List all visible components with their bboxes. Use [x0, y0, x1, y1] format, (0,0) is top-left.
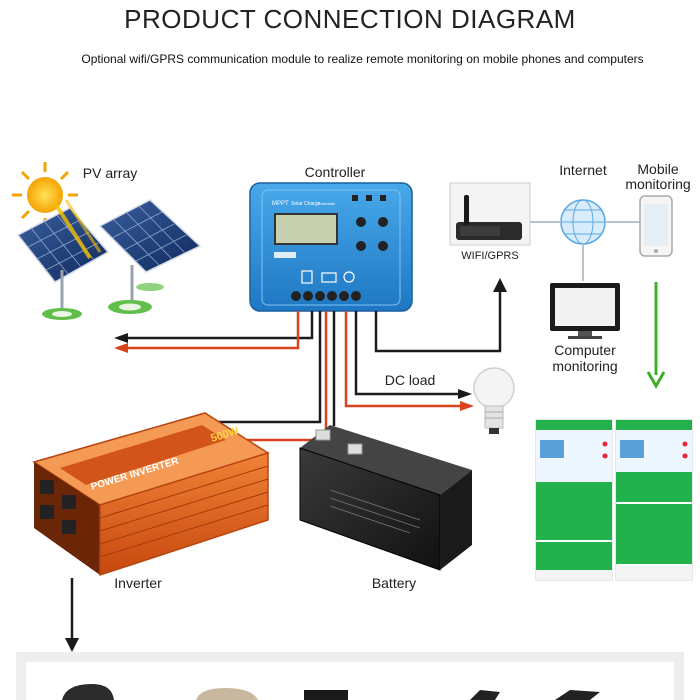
- wifi-arrow-head: [493, 278, 507, 292]
- dc-load-bulb-icon: [473, 367, 515, 434]
- appliance-icon-5: [555, 690, 600, 700]
- controller-brand: MPPT: [272, 201, 289, 207]
- wifi-gprs-label: WIFI/GPRS: [461, 250, 519, 262]
- wifi-gprs-module-icon: [449, 182, 531, 246]
- pv-array-label: PV array: [82, 165, 138, 181]
- appliance-icon-4: [470, 690, 500, 700]
- controller-type: Controller: [318, 201, 336, 206]
- internet-globe-icon: [560, 199, 606, 245]
- dc-load-red-arrow: [460, 401, 474, 411]
- pv-red-wire: [124, 311, 300, 350]
- mobile-app-screenshots: [535, 419, 693, 581]
- green-arrow-head: [646, 371, 666, 390]
- battery-device: [299, 425, 472, 571]
- inverter-black-wire: [210, 311, 322, 424]
- computer-monitoring-line2: monitoring: [552, 358, 618, 374]
- dc-load-black-arrow: [458, 389, 472, 399]
- kettle-icon: [62, 684, 114, 700]
- controller-mode: Solar Charge: [291, 201, 321, 207]
- computer-monitoring-line1: Computer: [554, 342, 616, 358]
- controller-device: [249, 182, 413, 312]
- tv-icon: [304, 690, 348, 700]
- internet-label: Internet: [559, 162, 607, 178]
- dc-load-black-wire: [354, 311, 460, 396]
- inverter-device: [32, 412, 270, 577]
- dc-load-label: DC load: [384, 372, 436, 388]
- page-subtitle: Optional wifi/GPRS communication module …: [81, 52, 644, 66]
- pv-array-icon: [16, 199, 202, 320]
- computer-monitoring-label: Computer monitoring: [540, 342, 630, 374]
- mobile-phone-icon: [639, 195, 673, 257]
- mobile-monitoring-line2: monitoring: [625, 176, 691, 192]
- rice-cooker-icon: [196, 688, 258, 700]
- pv-red-arrow: [114, 343, 128, 353]
- dc-load-red-wire: [344, 311, 462, 408]
- mobile-monitoring-line1: Mobile: [637, 161, 679, 177]
- computer-monitor-icon: [550, 283, 620, 339]
- inverter-output-arrow: [65, 638, 79, 652]
- page-title: PRODUCT CONNECTION DIAGRAM: [124, 4, 576, 34]
- mobile-monitoring-label: Mobile monitoring: [618, 162, 698, 192]
- inverter-label: Inverter: [114, 575, 162, 591]
- appliance-icons: [62, 684, 600, 700]
- pv-black-wire: [124, 311, 314, 340]
- controller-label: Controller: [304, 164, 366, 180]
- pv-black-arrow: [114, 333, 128, 343]
- controller-to-wifi-wire: [374, 288, 502, 353]
- battery-label: Battery: [371, 575, 417, 591]
